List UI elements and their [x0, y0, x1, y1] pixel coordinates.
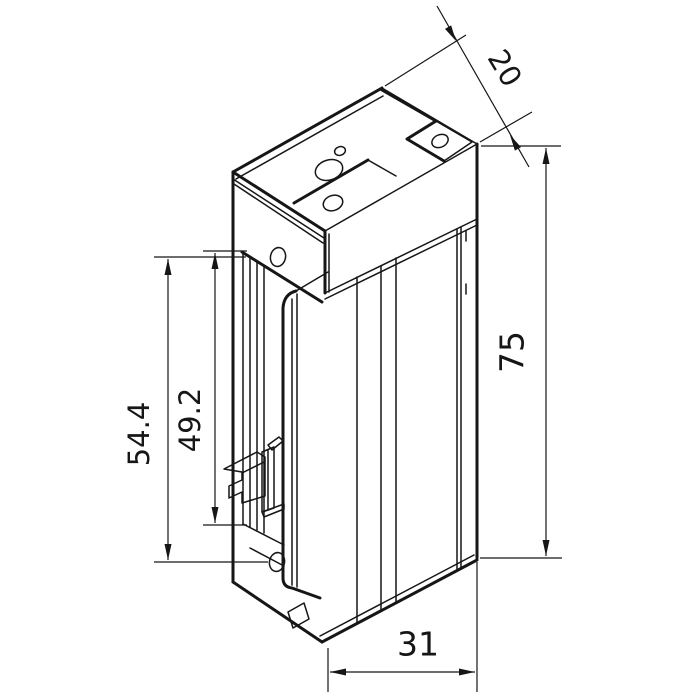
keeper-front-edge: [281, 289, 322, 600]
faceplate-bottom-edge: [320, 558, 479, 644]
bottom-notch: [287, 602, 310, 629]
top-small-hole: [333, 145, 347, 157]
top-tab-right: [406, 120, 473, 162]
clip-flag: [267, 436, 284, 451]
recess-bottom-edge: [242, 523, 285, 546]
left-face: [240, 246, 324, 573]
dimension-20-label: 20: [481, 44, 529, 93]
top-tab-right-hole: [431, 133, 449, 149]
arrowhead: [542, 148, 550, 164]
dimension-left-inner: 49.2: [173, 250, 247, 526]
dimension-bottom-width: 31: [327, 562, 478, 692]
bottom-left-edge: [231, 580, 324, 644]
arrowhead: [164, 259, 172, 275]
top-tab-left-hole: [322, 194, 344, 212]
clip-foot: [261, 503, 285, 518]
top-large-hole: [314, 158, 344, 182]
faceplate: [319, 218, 479, 644]
recess-top-edge: [240, 250, 324, 304]
extension-line: [384, 34, 467, 87]
top-face-edge-left: [231, 86, 384, 174]
arrowhead: [510, 135, 521, 151]
strike-body: [223, 86, 479, 644]
top-face-edge-front: [231, 170, 327, 233]
dimension-left-outer: 54.4: [122, 256, 268, 563]
faceplate-top-edge: [324, 218, 478, 294]
keeper: [281, 271, 329, 600]
dimension-49-2-label: 49.2: [173, 388, 207, 453]
arrowhead: [445, 25, 456, 41]
arrowhead: [542, 540, 550, 556]
dimension-top-depth: 20: [384, 5, 533, 168]
arrowhead: [459, 668, 475, 676]
release-clip: [223, 436, 285, 518]
top-face: [231, 86, 478, 244]
arrowhead: [164, 544, 172, 560]
arrowhead: [330, 668, 346, 676]
top-face-edge-right: [324, 143, 478, 232]
dimension-31-label: 31: [397, 625, 439, 664]
keeper-top-edge: [295, 271, 329, 292]
arrowhead: [211, 253, 219, 269]
dimension-75-label: 75: [493, 331, 532, 373]
arrowhead: [211, 507, 219, 523]
left-face-hole-top: [269, 246, 287, 268]
dimension-right-height: 75: [480, 145, 562, 559]
clip-fork: [223, 451, 266, 504]
dimension-54-4-label: 54.4: [122, 402, 156, 467]
